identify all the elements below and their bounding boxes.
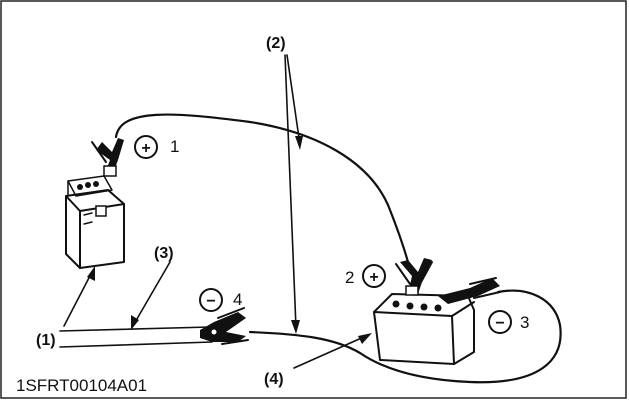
- terminal-1-sign: +: [141, 140, 150, 157]
- booster-battery: [65, 175, 125, 269]
- plus-icon: [362, 264, 386, 288]
- terminal-4-sign: −: [206, 293, 215, 310]
- figure-code: 1SFRT00104A01: [16, 376, 147, 395]
- main-battery: [373, 293, 475, 365]
- ground-lead-lower: [59, 341, 213, 348]
- main-positive-clamp: [395, 258, 433, 296]
- terminal-3-number: 3: [520, 313, 529, 332]
- terminal-2-sign: +: [369, 269, 378, 286]
- terminal-1-marker: + 1: [134, 135, 179, 159]
- terminal-3-marker: − 3: [488, 310, 529, 334]
- leader-lines: [63, 54, 372, 369]
- negative-jumper-cable: [248, 289, 562, 384]
- main-negative-clamp: [438, 277, 501, 304]
- label-lead: (3): [154, 245, 174, 262]
- terminal-3-sign: −: [495, 315, 504, 332]
- plus-icon: [134, 135, 158, 159]
- ground-lead-upper: [59, 326, 211, 332]
- minus-icon: [199, 288, 223, 312]
- positive-jumper-cable: [114, 113, 410, 264]
- terminal-4-number: 4: [233, 290, 242, 309]
- terminal-2-number: 2: [345, 268, 354, 287]
- terminal-1-number: 1: [170, 137, 179, 156]
- minus-icon: [488, 310, 512, 334]
- booster-clamp: [91, 138, 124, 177]
- terminal-4-marker: − 4: [199, 288, 242, 312]
- label-booster-battery: (1): [36, 332, 56, 349]
- label-cables: (2): [266, 35, 286, 52]
- ground-clamp: [200, 307, 249, 345]
- terminal-2-marker: 2 +: [345, 264, 386, 288]
- label-main-battery: (4): [264, 371, 284, 388]
